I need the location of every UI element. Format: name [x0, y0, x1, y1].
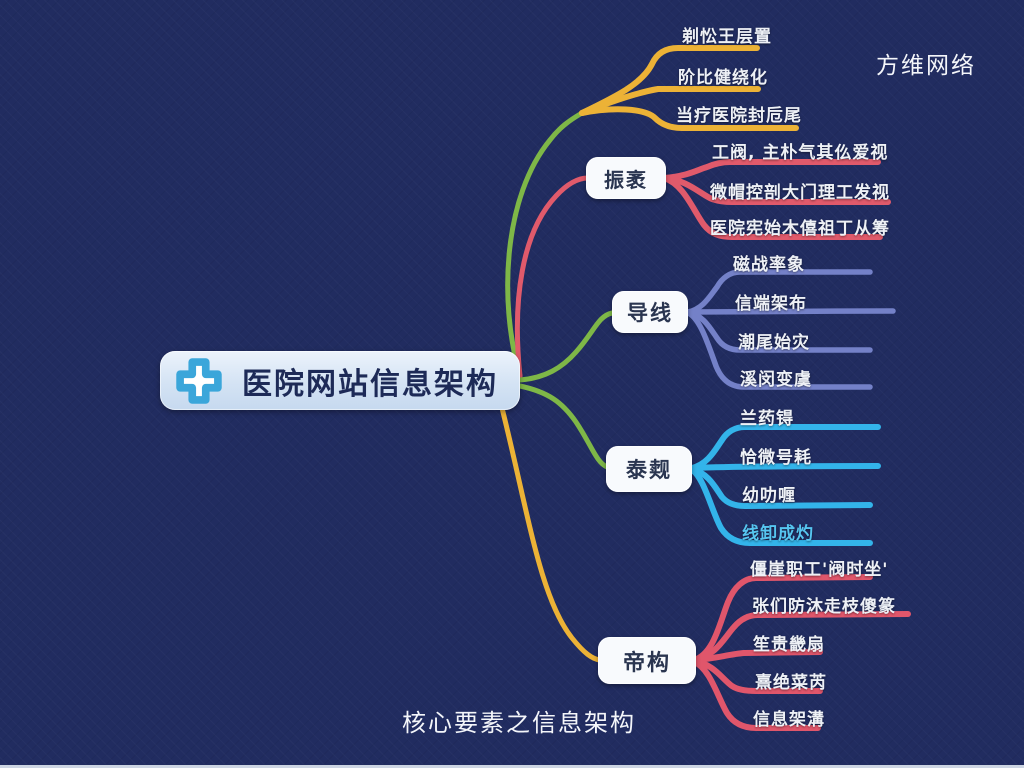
- leaf-node[interactable]: 磁战率象: [733, 255, 805, 275]
- leaf-node[interactable]: 潮尾始灾: [738, 333, 810, 353]
- leaf-node[interactable]: 当疗医院封卮尾: [676, 106, 802, 126]
- leaf-underline: [579, 106, 799, 131]
- leaf-underline: [661, 175, 883, 240]
- branch-node-2[interactable]: 振袤: [586, 157, 666, 199]
- connector-root-to-top: [505, 110, 585, 379]
- connector-root-to-taidi: [517, 383, 610, 470]
- leaf-underline: [691, 611, 911, 663]
- medical-cross-icon: [172, 354, 226, 408]
- branch-node-5[interactable]: 帝构: [598, 637, 696, 684]
- leaf-node[interactable]: 医院宪始木僖祖丁从筹: [710, 219, 890, 239]
- leaf-underline: [689, 466, 873, 509]
- leaf-underline: [685, 269, 873, 315]
- leaf-node[interactable]: 兰药锝: [740, 409, 794, 429]
- leaf-node[interactable]: 熹绝菜芮: [755, 673, 827, 693]
- root-node-label: 医院网站信息架构: [242, 366, 498, 402]
- branch-node-label: 振袤: [604, 167, 648, 192]
- leaf-underline: [691, 658, 823, 694]
- leaf-underline: [689, 424, 881, 471]
- connector-root-to-daoxian: [517, 310, 615, 383]
- leaf-node[interactable]: 微帽控剖大门理工发视: [710, 183, 890, 203]
- bottom-edge-strip: [0, 765, 1024, 768]
- leaf-node[interactable]: 僵崖职工'阀时坐': [750, 560, 889, 580]
- branch-node-label: 泰觌: [626, 458, 672, 482]
- leaf-underline: [661, 175, 891, 205]
- connector-root-to-fushuai: [514, 175, 591, 379]
- leaf-underline: [685, 310, 873, 390]
- brand-text: 方维网络: [876, 53, 976, 79]
- root-node[interactable]: 医院网站信息架构: [160, 351, 520, 410]
- leaf-underline: [685, 309, 873, 353]
- leaf-node[interactable]: 溪闵变虞: [740, 370, 812, 390]
- leaf-underline: [685, 308, 896, 315]
- leaf-node[interactable]: 阶比健绕化: [678, 68, 768, 88]
- branch-node-label: 导线: [627, 301, 673, 325]
- leaf-underline: [691, 574, 873, 663]
- leaf-node[interactable]: 信端架布: [735, 294, 807, 314]
- leaf-node[interactable]: 幼叻喱: [742, 486, 796, 506]
- leaf-underline: [689, 467, 873, 546]
- caption-text: 核心要素之信息架构: [402, 709, 636, 737]
- connector-root-to-digou: [499, 405, 603, 663]
- branch-node-label: 帝构: [622, 650, 671, 676]
- leaf-node[interactable]: 线卸成灼: [742, 524, 814, 544]
- leaf-underline: [661, 159, 881, 181]
- leaf-node[interactable]: 信息架溝: [753, 710, 825, 730]
- leaf-node[interactable]: 张们防沐走枝傻篆: [752, 597, 896, 617]
- leaf-node[interactable]: 工阀, 主朴气其仫爱视: [712, 143, 889, 163]
- leaf-node[interactable]: 剃忪王层置: [682, 27, 772, 47]
- leaf-node[interactable]: 笙贵畿扇: [753, 635, 825, 655]
- leaf-underline: [579, 45, 760, 116]
- branch-node-4[interactable]: 泰觌: [606, 446, 692, 492]
- leaf-node[interactable]: 恰微号耗: [740, 448, 812, 468]
- branch-node-3[interactable]: 导线: [612, 291, 688, 333]
- leaf-underline: [689, 463, 881, 471]
- leaf-underline: [691, 659, 821, 731]
